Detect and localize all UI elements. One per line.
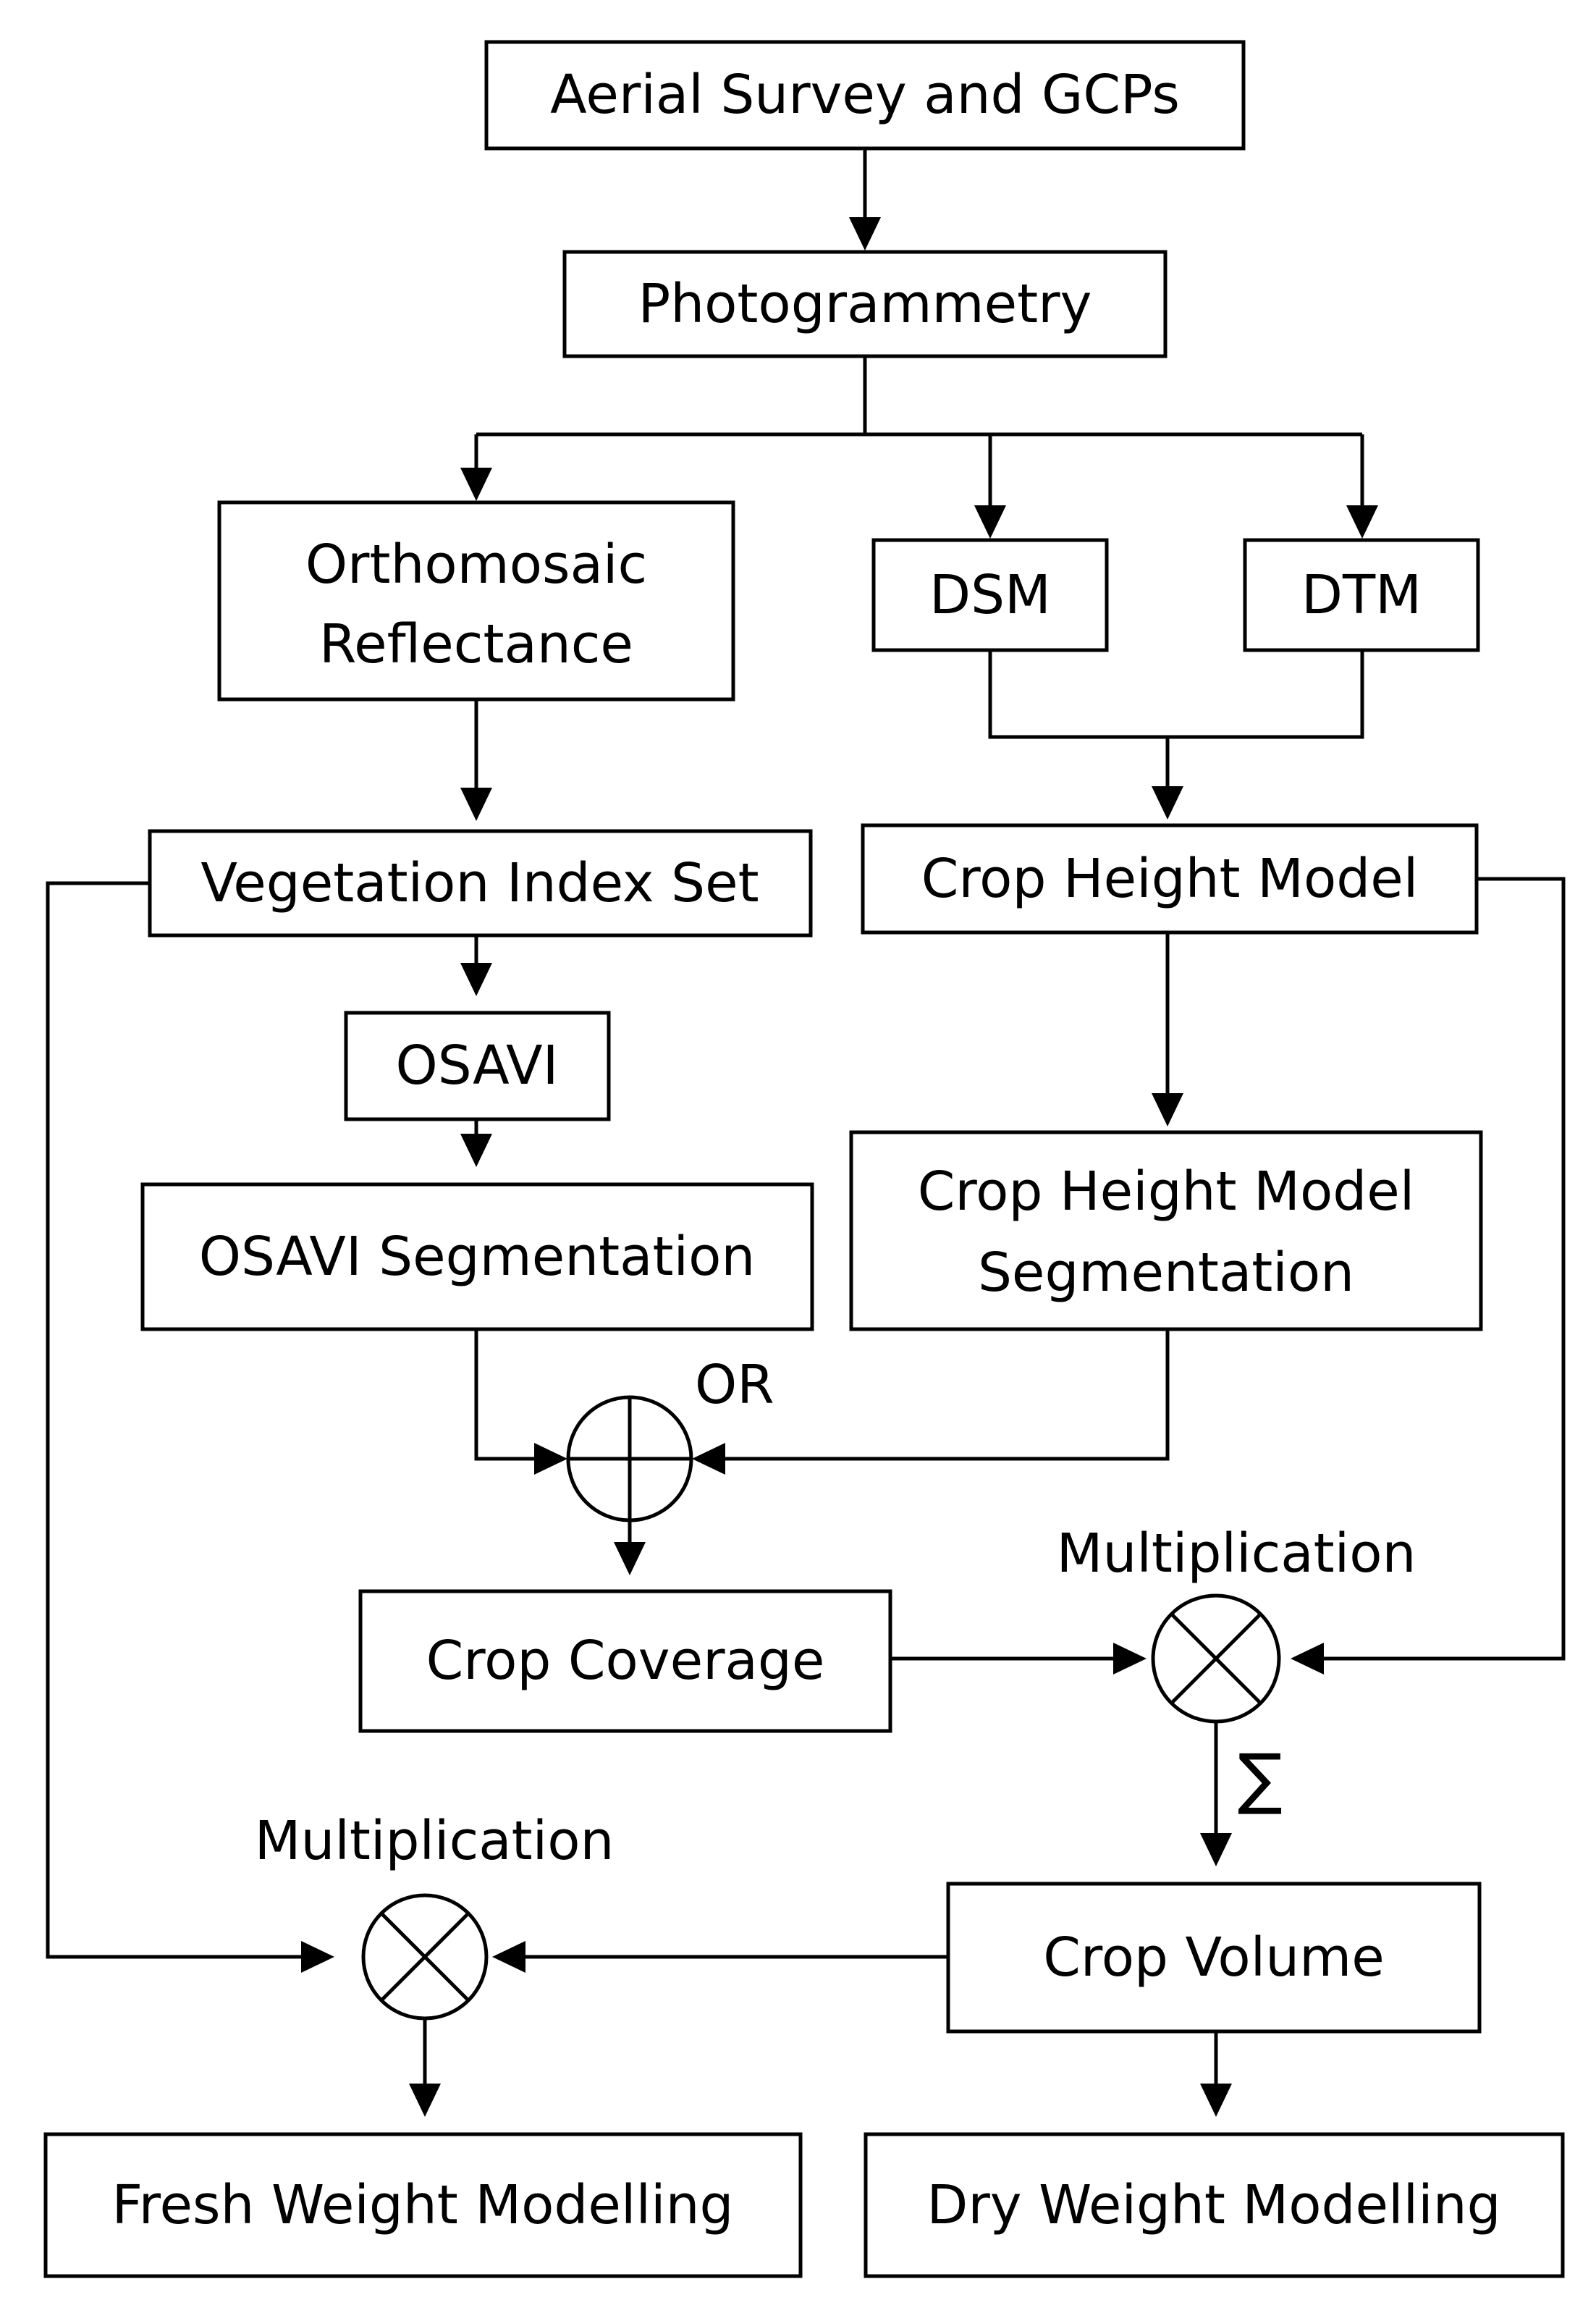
- arrowhead-osaviseg-to-or: [534, 1443, 567, 1475]
- box-osavi: OSAVI: [344, 1011, 611, 1121]
- box-photogrammetry-label: Photogrammetry: [638, 273, 1092, 335]
- or-label: OR: [695, 1354, 774, 1416]
- arrowhead-to-dtm: [1346, 505, 1378, 539]
- box-chm-segmentation: Crop Height Model Segmentation: [849, 1130, 1483, 1331]
- or-node: [566, 1395, 693, 1522]
- arrowhead-to-chm: [1152, 786, 1183, 820]
- arrowhead-to-dry: [1200, 2084, 1232, 2117]
- arrowhead-vegindex-to-mult: [301, 1941, 334, 1973]
- arrowhead-to-ortho: [460, 468, 492, 501]
- box-crop-coverage-label: Crop Coverage: [426, 1630, 825, 1692]
- box-crop-height-model: Crop Height Model: [861, 823, 1479, 935]
- arrowhead-to-chmseg: [1152, 1093, 1183, 1126]
- box-dry-weight-modelling-label: Dry Weight Modelling: [926, 2174, 1500, 2236]
- box-chm-segmentation-line2: Segmentation: [978, 1242, 1354, 1304]
- multiplication-right-label: Multiplication: [1057, 1522, 1416, 1585]
- connector-dsm-dtm-merge: [988, 650, 1364, 739]
- arrowhead-to-fresh: [409, 2084, 441, 2117]
- box-crop-height-model-label: Crop Height Model: [921, 848, 1419, 910]
- connectors: [46, 148, 1566, 2099]
- arrowhead-to-vegindex: [460, 788, 492, 821]
- box-chm-segmentation-line1: Crop Height Model: [918, 1160, 1415, 1223]
- arrowhead-chmseg-to-or: [692, 1443, 725, 1475]
- box-fresh-weight-modelling: Fresh Weight Modelling: [43, 2132, 803, 2278]
- box-aerial-survey-label: Aerial Survey and GCPs: [550, 64, 1180, 126]
- multiplication-node-left: [361, 1893, 489, 2021]
- multiplication-node-left-diag2: [380, 1912, 470, 2002]
- box-aerial-survey: Aerial Survey and GCPs: [484, 40, 1246, 151]
- arrowhead-to-dsm: [974, 505, 1006, 539]
- box-photogrammetry: Photogrammetry: [562, 250, 1168, 358]
- box-crop-coverage: Crop Coverage: [358, 1589, 892, 1733]
- arrowhead-volume-to-mult: [492, 1941, 525, 1973]
- box-crop-volume-label: Crop Volume: [1043, 1926, 1384, 1989]
- arrowhead-to-photogrammetry: [849, 217, 881, 250]
- connector-vegindex-mult: [46, 881, 311, 1959]
- multiplication-node-right-diag2: [1170, 1612, 1262, 1705]
- box-dsm-label: DSM: [929, 564, 1051, 626]
- connector-osaviseg-or: [474, 1329, 544, 1461]
- connector-chm-mult: [1314, 877, 1566, 1661]
- box-orthomosaic-line1: Orthomosaic: [305, 534, 647, 596]
- arrowheads: [301, 217, 1378, 2117]
- arrowhead-to-volume: [1200, 1833, 1232, 1866]
- arrowhead-to-coverage: [614, 1542, 646, 1575]
- box-osavi-segmentation-label: OSAVI Segmentation: [199, 1226, 756, 1288]
- connector-chmseg-or: [715, 1329, 1170, 1461]
- box-dsm: DSM: [871, 538, 1109, 652]
- multiplication-left-label: Multiplication: [255, 1810, 615, 1872]
- box-vegetation-index-set: Vegetation Index Set: [148, 829, 813, 938]
- arrowhead-to-osaviseg: [460, 1134, 492, 1167]
- box-dtm-label: DTM: [1301, 564, 1422, 626]
- box-orthomosaic-line2: Reflectance: [319, 613, 633, 675]
- box-vegetation-index-set-label: Vegetation Index Set: [200, 852, 759, 914]
- box-dry-weight-modelling: Dry Weight Modelling: [864, 2132, 1565, 2278]
- multiplication-node-right: [1151, 1593, 1281, 1724]
- sum-symbol: ∑: [1238, 1740, 1283, 1817]
- arrowhead-to-osavi: [460, 963, 492, 996]
- box-osavi-label: OSAVI: [396, 1035, 559, 1097]
- box-orthomosaic: Orthomosaic Reflectance: [217, 500, 735, 702]
- arrowhead-chm-to-mult: [1291, 1643, 1324, 1675]
- box-fresh-weight-modelling-label: Fresh Weight Modelling: [112, 2174, 734, 2236]
- box-dtm: DTM: [1243, 538, 1480, 652]
- arrowhead-coverage-to-mult: [1113, 1643, 1147, 1675]
- box-crop-volume: Crop Volume: [946, 1882, 1482, 2034]
- box-osavi-segmentation: OSAVI Segmentation: [140, 1182, 814, 1331]
